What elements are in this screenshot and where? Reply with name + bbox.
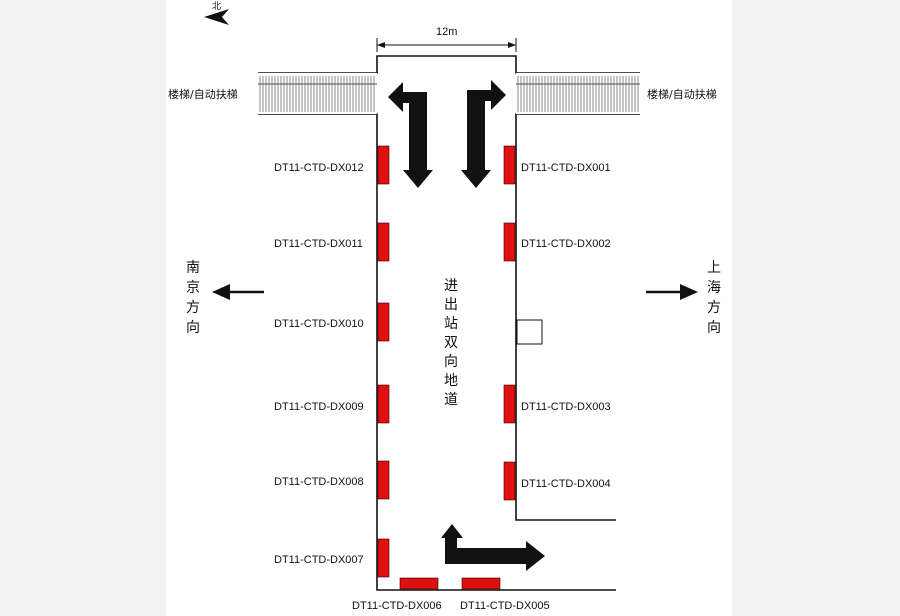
unit-label-dx011: DT11-CTD-DX011 [274,238,363,250]
svg-text:方: 方 [707,300,721,316]
svg-text:方: 方 [186,300,200,316]
unit-label-dx001: DT11-CTD-DX001 [521,162,611,174]
unit-marker-dx008 [377,460,390,500]
east-arrow-icon [646,284,698,300]
unit-marker-dx009 [377,384,390,424]
svg-text:进: 进 [444,278,458,294]
flow-arrow-right-icon [461,80,506,188]
width-dimension: 12m [376,26,517,52]
right-unit-group: DT11-CTD-DX001 DT11-CTD-DX002 DT11-CTD-D… [503,145,611,501]
svg-text:南: 南 [186,260,200,276]
svg-text:向: 向 [186,320,200,336]
left-unit-group: DT11-CTD-DX012 DT11-CTD-DX011 DT11-CTD-D… [274,145,390,578]
unit-label-dx005: DT11-CTD-DX005 [460,600,550,612]
east-direction-label: 上 海 方 向 [707,260,721,336]
unit-marker-dx001 [503,145,516,185]
stair-hatch-left [258,73,377,114]
unit-marker-dx006 [399,577,439,590]
svg-text:向: 向 [444,354,458,370]
unit-label-dx004: DT11-CTD-DX004 [521,478,611,490]
svg-text:京: 京 [186,280,200,296]
unit-marker-dx002 [503,222,516,262]
unit-marker-dx005 [461,577,501,590]
unit-label-dx008: DT11-CTD-DX008 [274,476,364,488]
svg-text:站: 站 [444,316,458,332]
stair-hatch-right [516,73,640,114]
unit-marker-dx010 [377,302,390,342]
unit-label-dx002: DT11-CTD-DX002 [521,238,611,250]
unit-marker-dx007 [377,538,390,578]
width-label: 12m [436,26,457,38]
passage-label: 进 出 站 双 向 地 道 [444,278,458,408]
unit-label-dx007: DT11-CTD-DX007 [274,554,364,566]
equipment-box [516,319,543,345]
west-arrow-icon [212,284,264,300]
svg-text:上: 上 [707,260,721,276]
unit-marker-dx004 [503,461,516,501]
unit-marker-dx012 [377,145,390,185]
unit-label-dx012: DT11-CTD-DX012 [274,162,364,174]
unit-label-dx009: DT11-CTD-DX009 [274,401,364,413]
unit-label-dx003: DT11-CTD-DX003 [521,401,611,413]
north-label: 北 [212,1,221,12]
unit-marker-dx003 [503,384,516,424]
flow-arrow-left-icon [388,82,433,188]
svg-text:地: 地 [444,373,458,389]
stair-label-left: 楼梯/自动扶梯 [168,87,238,101]
flow-arrow-bottom-icon [441,524,545,571]
west-direction-label: 南 京 方 向 [186,260,200,336]
svg-text:双: 双 [444,335,458,351]
unit-label-dx010: DT11-CTD-DX010 [274,318,364,330]
bottom-unit-group: DT11-CTD-DX006 DT11-CTD-DX005 [352,577,550,612]
svg-text:道: 道 [444,392,458,408]
svg-text:海: 海 [707,280,721,296]
svg-text:向: 向 [707,320,721,336]
svg-text:出: 出 [444,297,458,313]
north-arrow-icon: 北 [204,1,229,25]
unit-label-dx006: DT11-CTD-DX006 [352,600,442,612]
stair-label-right: 楼梯/自动扶梯 [647,87,717,101]
unit-marker-dx011 [377,222,390,262]
